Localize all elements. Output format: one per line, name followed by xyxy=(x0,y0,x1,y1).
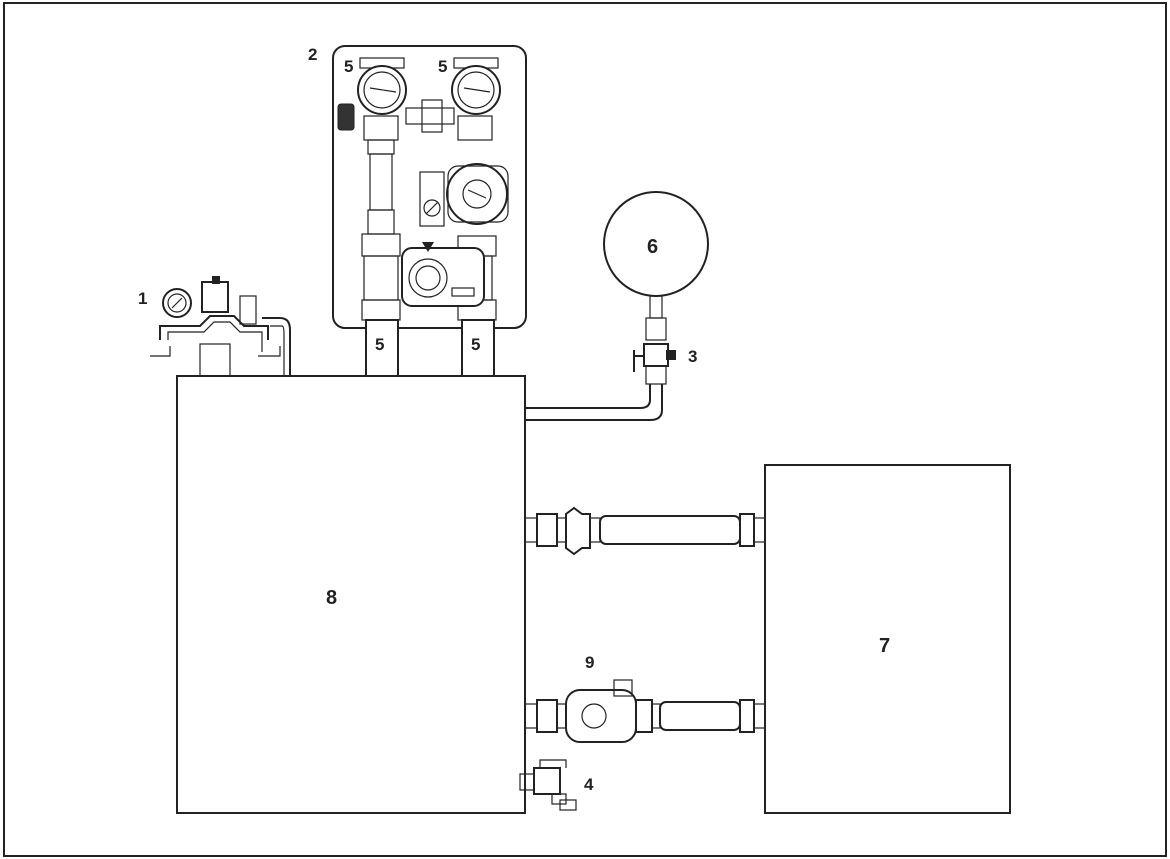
label-expansion-vessel: 6 xyxy=(647,236,658,258)
pump-station xyxy=(332,45,527,329)
drain-valve xyxy=(519,759,577,811)
label-loading-pump: 9 xyxy=(585,653,594,672)
safety-group xyxy=(150,276,291,377)
storage-tank xyxy=(176,375,526,814)
boiler xyxy=(764,464,1011,814)
pipe-lower xyxy=(524,679,766,743)
label-drain-valve: 4 xyxy=(584,775,594,794)
label-5-bottom-left: 5 xyxy=(375,335,384,354)
label-boiler: 7 xyxy=(879,635,890,657)
label-5-top-right: 5 xyxy=(438,57,447,76)
pump-station-panel xyxy=(332,45,527,329)
loading-pump-icon xyxy=(565,689,637,743)
pipe-upper xyxy=(524,506,766,556)
diagram-frame xyxy=(3,2,1167,857)
label-storage-tank: 8 xyxy=(326,587,337,609)
label-5-bottom-right: 5 xyxy=(471,335,480,354)
label-pump-station: 2 xyxy=(308,45,317,64)
label-safety-group: 1 xyxy=(138,289,147,308)
cap-valve xyxy=(633,343,676,385)
valve-knob-icon xyxy=(337,103,355,131)
flow-meter-icon xyxy=(401,247,485,307)
pipe-expansion xyxy=(525,384,651,409)
label-cap-valve: 3 xyxy=(688,347,697,366)
label-5-top-left: 5 xyxy=(344,57,353,76)
pipe-flow-right xyxy=(461,319,495,377)
pipe-flow-left xyxy=(365,319,399,377)
